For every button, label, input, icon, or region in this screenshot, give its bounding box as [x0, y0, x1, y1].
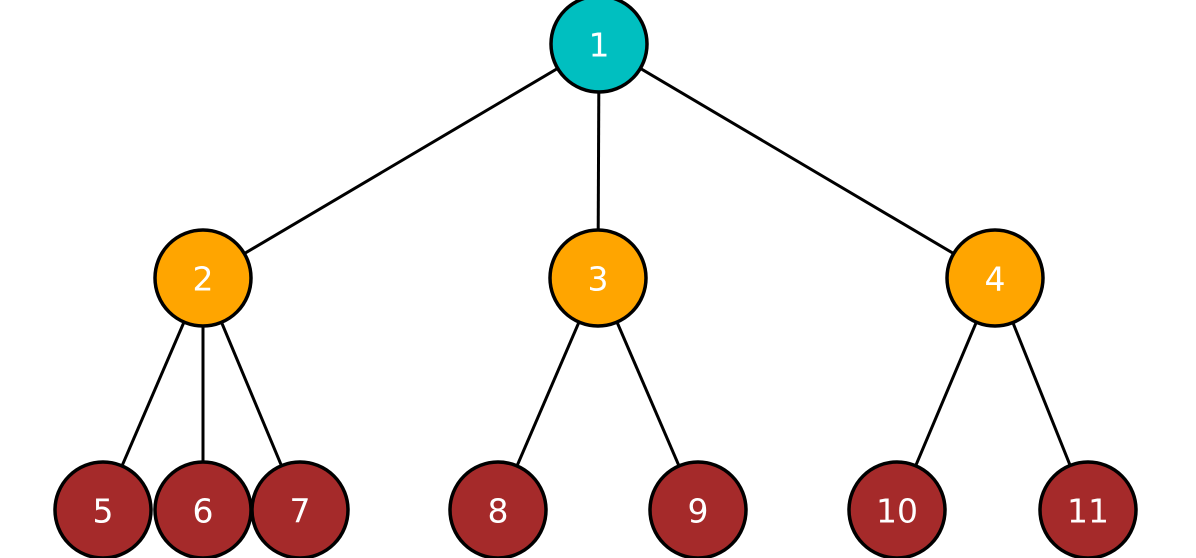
node-circle-8[interactable] [448, 460, 548, 558]
node-1[interactable]: 1 [549, 0, 649, 94]
node-3[interactable]: 3 [548, 228, 648, 328]
node-2[interactable]: 2 [153, 228, 253, 328]
node-circle-9[interactable] [648, 460, 748, 558]
node-circle-1[interactable] [549, 0, 649, 94]
node-8[interactable]: 8 [448, 460, 548, 558]
node-6[interactable]: 6 [153, 460, 253, 558]
node-5[interactable]: 5 [53, 460, 153, 558]
node-10[interactable]: 10 [847, 460, 947, 558]
edge-1-2 [202, 42, 600, 280]
node-circle-11[interactable] [1038, 460, 1138, 558]
node-circle-4[interactable] [945, 228, 1045, 328]
node-circle-2[interactable] [153, 228, 253, 328]
node-circle-10[interactable] [847, 460, 947, 558]
node-7[interactable]: 7 [250, 460, 350, 558]
node-4[interactable]: 4 [945, 228, 1045, 328]
node-circle-3[interactable] [548, 228, 648, 328]
node-11[interactable]: 11 [1038, 460, 1138, 558]
node-9[interactable]: 9 [648, 460, 748, 558]
node-circle-6[interactable] [153, 460, 253, 558]
node-circle-5[interactable] [53, 460, 153, 558]
edge-1-4 [598, 42, 996, 280]
node-circle-7[interactable] [250, 460, 350, 558]
